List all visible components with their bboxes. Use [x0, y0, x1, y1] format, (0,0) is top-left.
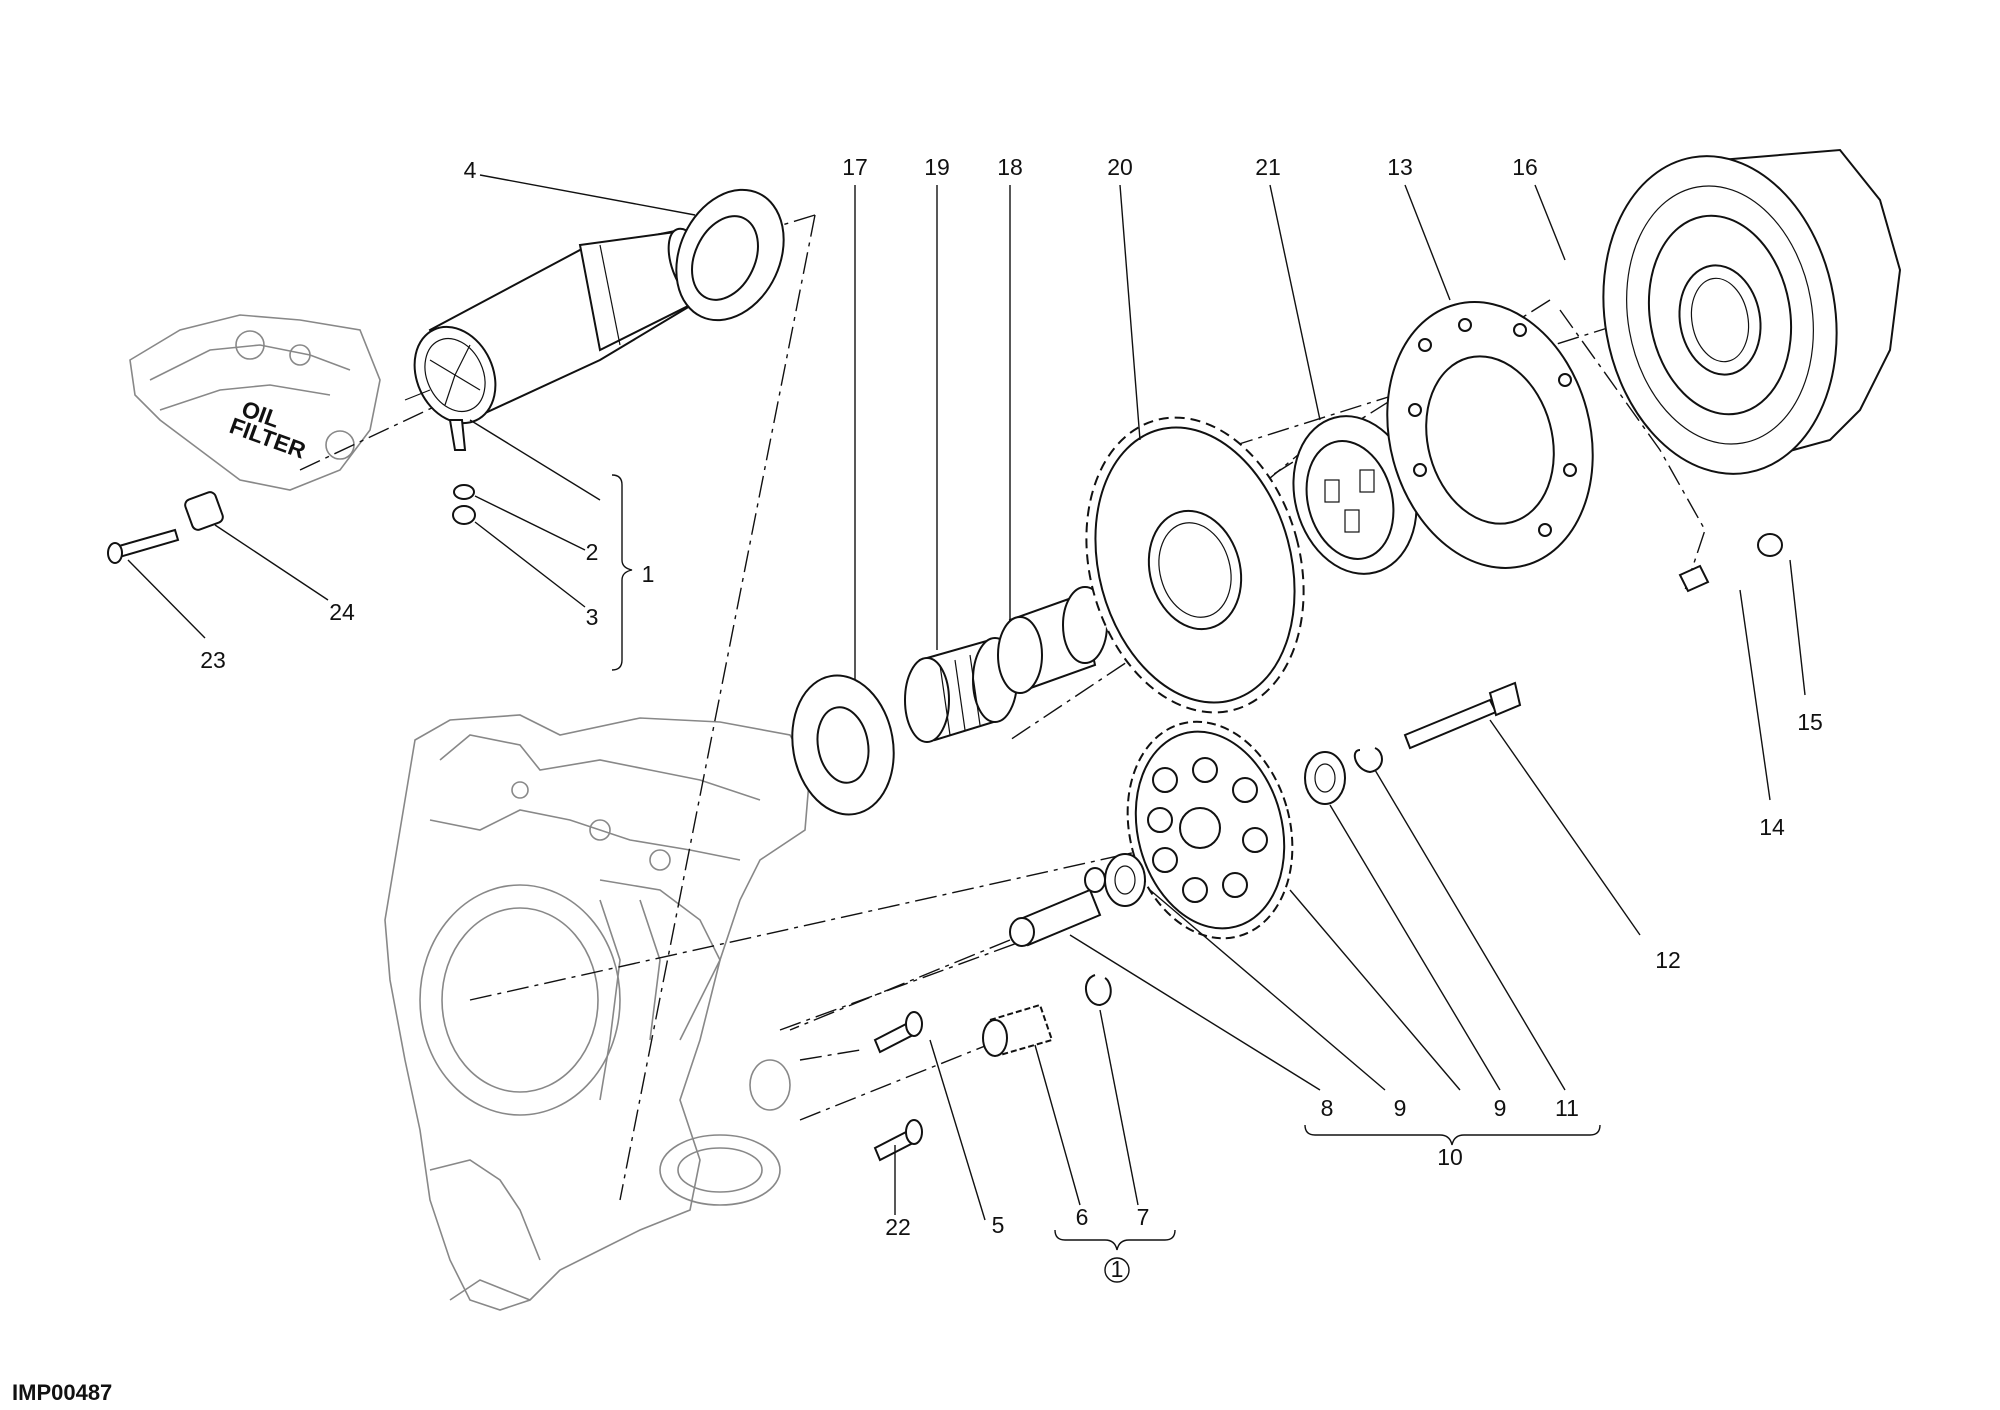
callout-19: 19 — [924, 154, 950, 180]
callout-9-left: 9 — [1394, 1095, 1407, 1121]
dowel-part-14 — [1678, 564, 1710, 593]
engine-crankcase-illustration — [384, 714, 811, 1311]
callout-16: 16 — [1512, 154, 1538, 180]
screw-part-23 — [107, 528, 180, 564]
callout-7: 7 — [1137, 1204, 1150, 1230]
washer-part-9-right — [1304, 751, 1346, 805]
callout-23: 23 — [200, 647, 226, 673]
callout-12: 12 — [1655, 947, 1681, 973]
thrust-washer-part-17 — [791, 674, 895, 816]
starter-motor — [404, 227, 713, 451]
callout-labels: 4 17 19 18 20 21 13 16 2 1 3 24 23 15 14… — [200, 154, 1823, 1282]
flywheel-part-16 — [1602, 148, 1902, 475]
callout-15: 15 — [1797, 709, 1823, 735]
callout-6: 6 — [1076, 1204, 1089, 1230]
idler-gear-part-20 — [1085, 416, 1305, 714]
callout-20: 20 — [1107, 154, 1133, 180]
clip-part-7 — [1085, 974, 1112, 1007]
cap-part-15 — [1757, 533, 1783, 557]
oil-filter-illustration: OIL FILTER — [129, 314, 381, 491]
callout-9-right: 9 — [1494, 1095, 1507, 1121]
gasket-part-4 — [675, 188, 785, 322]
callout-2: 2 — [586, 539, 599, 565]
circlip-part-11 — [1353, 747, 1383, 774]
freewheel-cage-part-21 — [1292, 415, 1418, 575]
bolt-part-12 — [1403, 681, 1522, 750]
callout-21: 21 — [1255, 154, 1281, 180]
callout-5: 5 — [992, 1212, 1005, 1238]
callout-17: 17 — [842, 154, 868, 180]
image-code-label: IMP00487 — [12, 1380, 112, 1405]
freewheel-flange-part-13 — [1386, 301, 1594, 569]
starter-gear-part-10 — [1126, 720, 1294, 940]
pinion-part-6 — [982, 1003, 1054, 1057]
washer-part-2 — [453, 484, 475, 500]
shaft-part-8 — [1009, 867, 1106, 947]
screw-part-5 — [873, 1011, 923, 1054]
callout-22: 22 — [885, 1214, 911, 1240]
callout-10: 10 — [1437, 1144, 1463, 1170]
group-brackets — [611, 474, 1601, 1283]
callout-11: 11 — [1555, 1095, 1579, 1121]
screw-part-22 — [873, 1119, 923, 1162]
spacer-part-24 — [184, 491, 224, 531]
leader-lines — [127, 174, 1806, 1221]
washer-part-9-left — [1104, 853, 1146, 907]
callout-4: 4 — [464, 157, 477, 183]
callout-18: 18 — [997, 154, 1023, 180]
needle-bearing-part-19 — [904, 637, 1018, 743]
callout-8: 8 — [1321, 1095, 1334, 1121]
callout-24: 24 — [329, 599, 355, 625]
note-marker-1: 1 — [1111, 1256, 1124, 1282]
callout-1: 1 — [642, 561, 655, 587]
callout-3: 3 — [586, 604, 599, 630]
callout-14: 14 — [1759, 814, 1785, 840]
bushing-part-18 — [997, 586, 1108, 694]
nut-part-3 — [452, 505, 476, 525]
callout-13: 13 — [1387, 154, 1413, 180]
